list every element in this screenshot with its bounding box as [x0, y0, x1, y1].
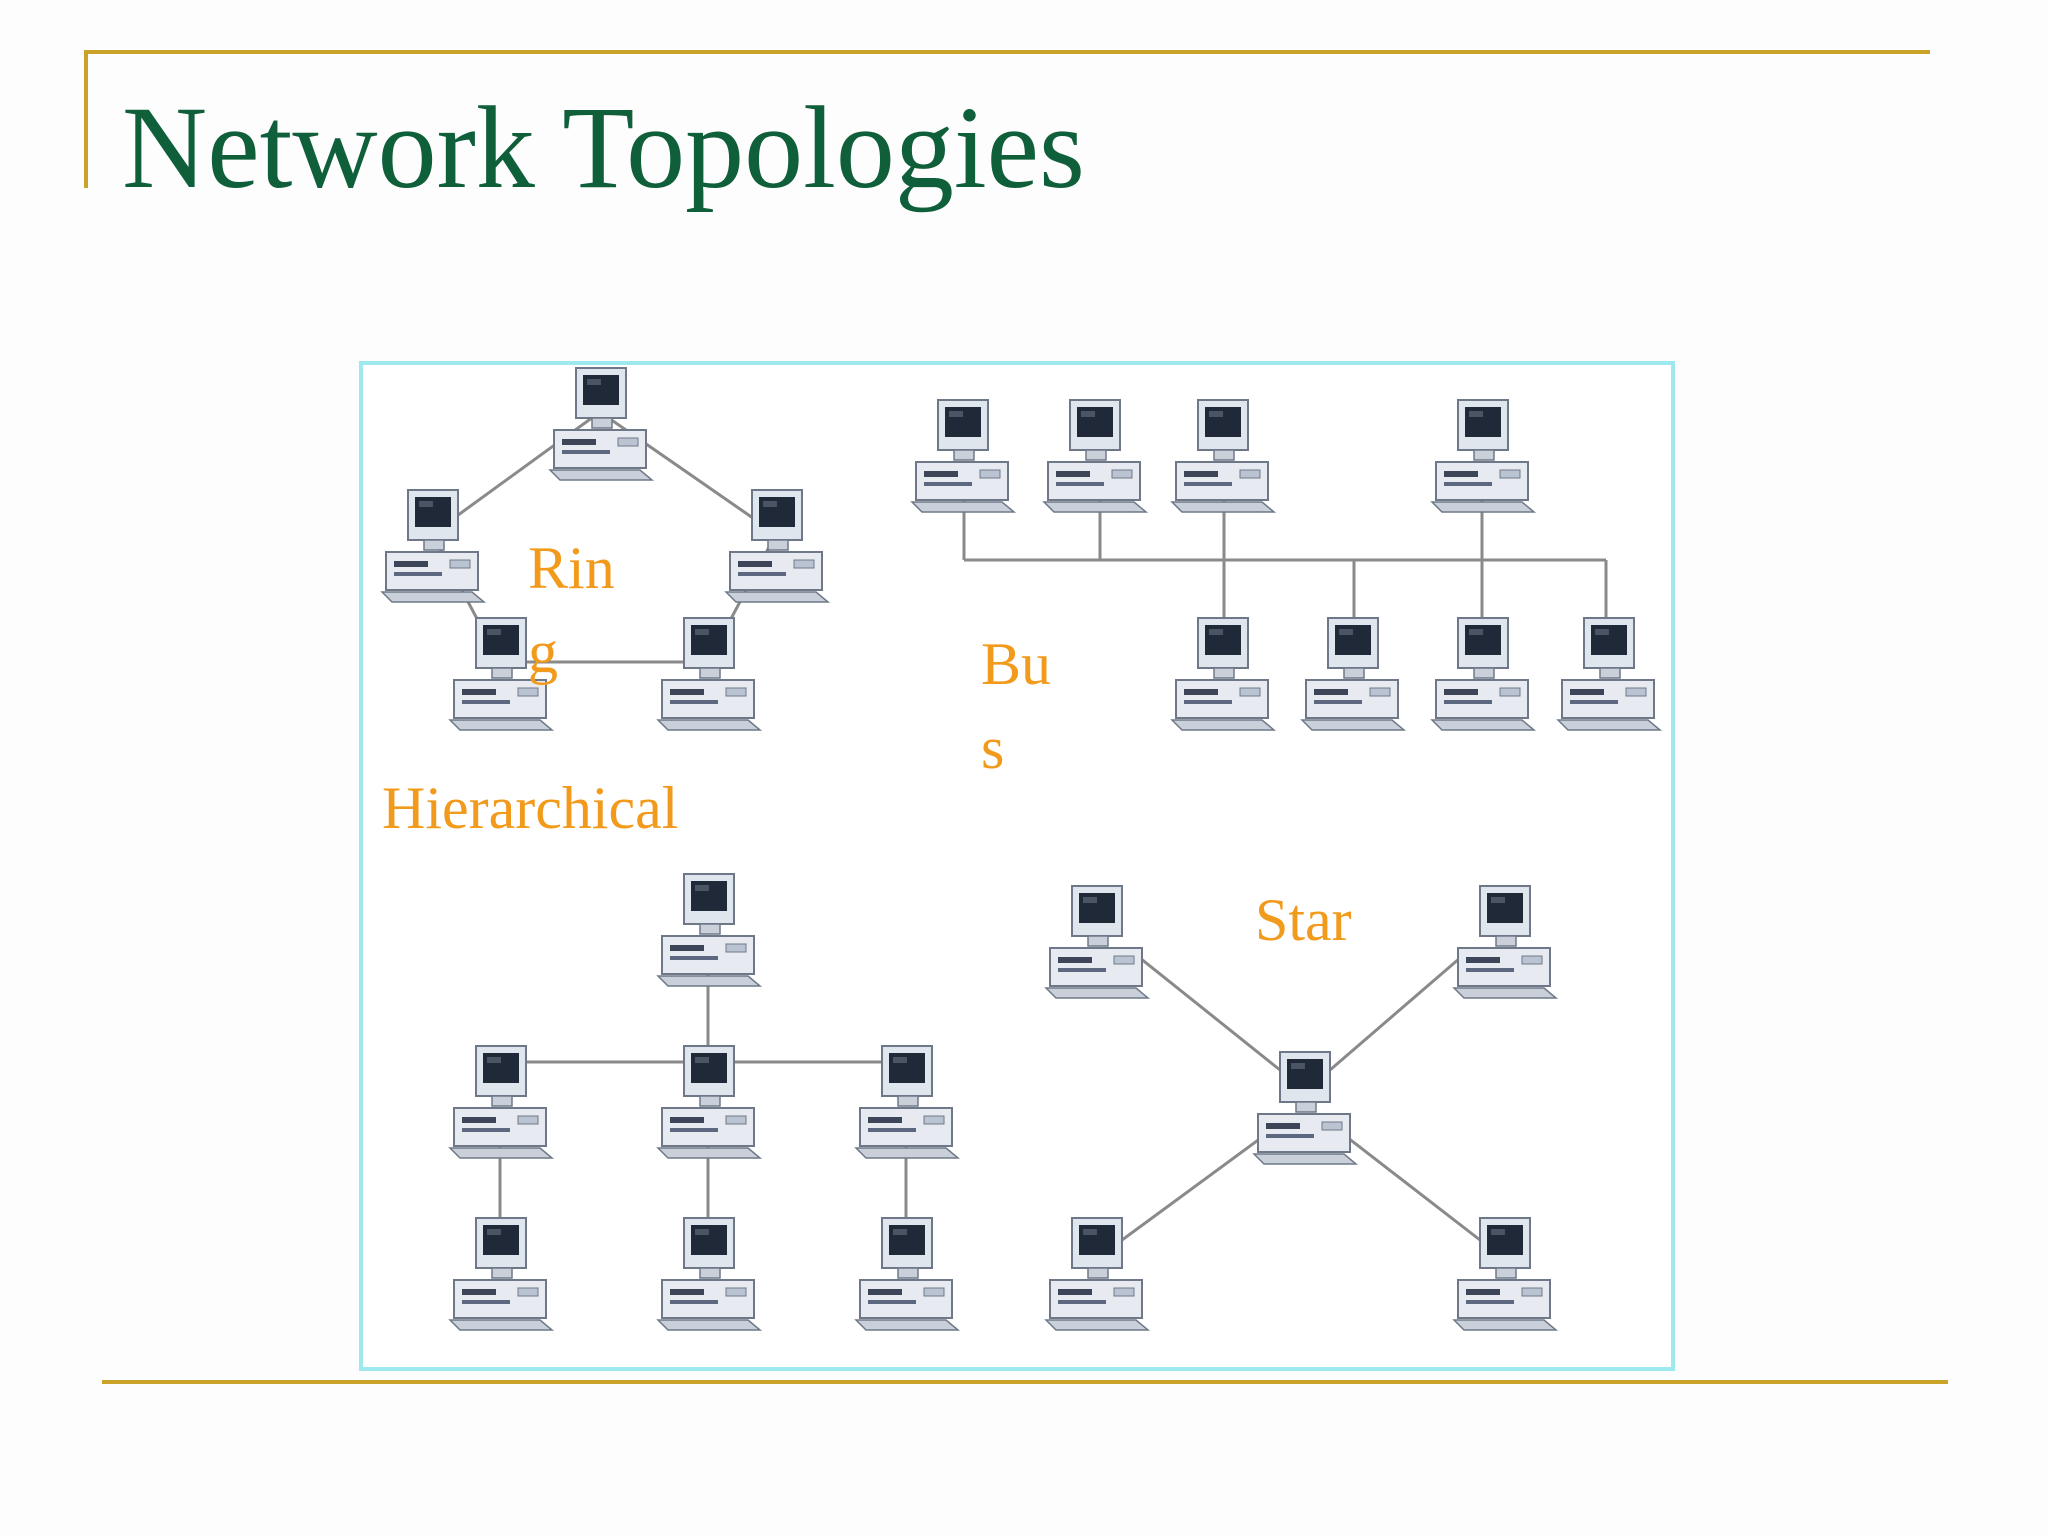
star-link — [1329, 1122, 1481, 1242]
star-link — [1329, 956, 1461, 1072]
slide-title: Network Topologies — [122, 82, 1085, 213]
star-label: Star — [1255, 887, 1352, 953]
desktop-computer-icon — [725, 489, 829, 603]
bus-label: Bus — [981, 631, 1052, 781]
desktop-computer-icon — [549, 367, 653, 481]
desktop-computer-icon — [855, 1217, 959, 1331]
desktop-computer-icon — [657, 617, 761, 731]
desktop-computer-icon — [1557, 617, 1661, 731]
desktop-computer-icon — [1045, 885, 1149, 999]
desktop-computer-icon — [657, 1217, 761, 1331]
desktop-computer-icon — [1431, 399, 1535, 513]
title-left-rule — [84, 50, 88, 188]
title-top-rule — [84, 50, 1930, 54]
topology-diagram-frame — [359, 361, 1675, 1371]
bottom-rule — [102, 1380, 1948, 1384]
star-link — [1139, 956, 1281, 1072]
ring-label: Ring — [528, 535, 615, 685]
desktop-computer-icon — [1253, 1051, 1357, 1165]
desktop-computer-icon — [1045, 1217, 1149, 1331]
desktop-computer-icon — [1431, 617, 1535, 731]
desktop-computer-icon — [1301, 617, 1405, 731]
desktop-computer-icon — [1043, 399, 1147, 513]
desktop-computer-icon — [657, 873, 761, 987]
star-link — [1121, 1122, 1281, 1242]
desktop-computer-icon — [1171, 399, 1275, 513]
desktop-computer-icon — [911, 399, 1015, 513]
desktop-computer-icon — [1453, 885, 1557, 999]
hierarchical-label: Hierarchical — [382, 775, 679, 841]
desktop-computer-icon — [1453, 1217, 1557, 1331]
desktop-computer-icon — [1171, 617, 1275, 731]
desktop-computer-icon — [449, 1217, 553, 1331]
